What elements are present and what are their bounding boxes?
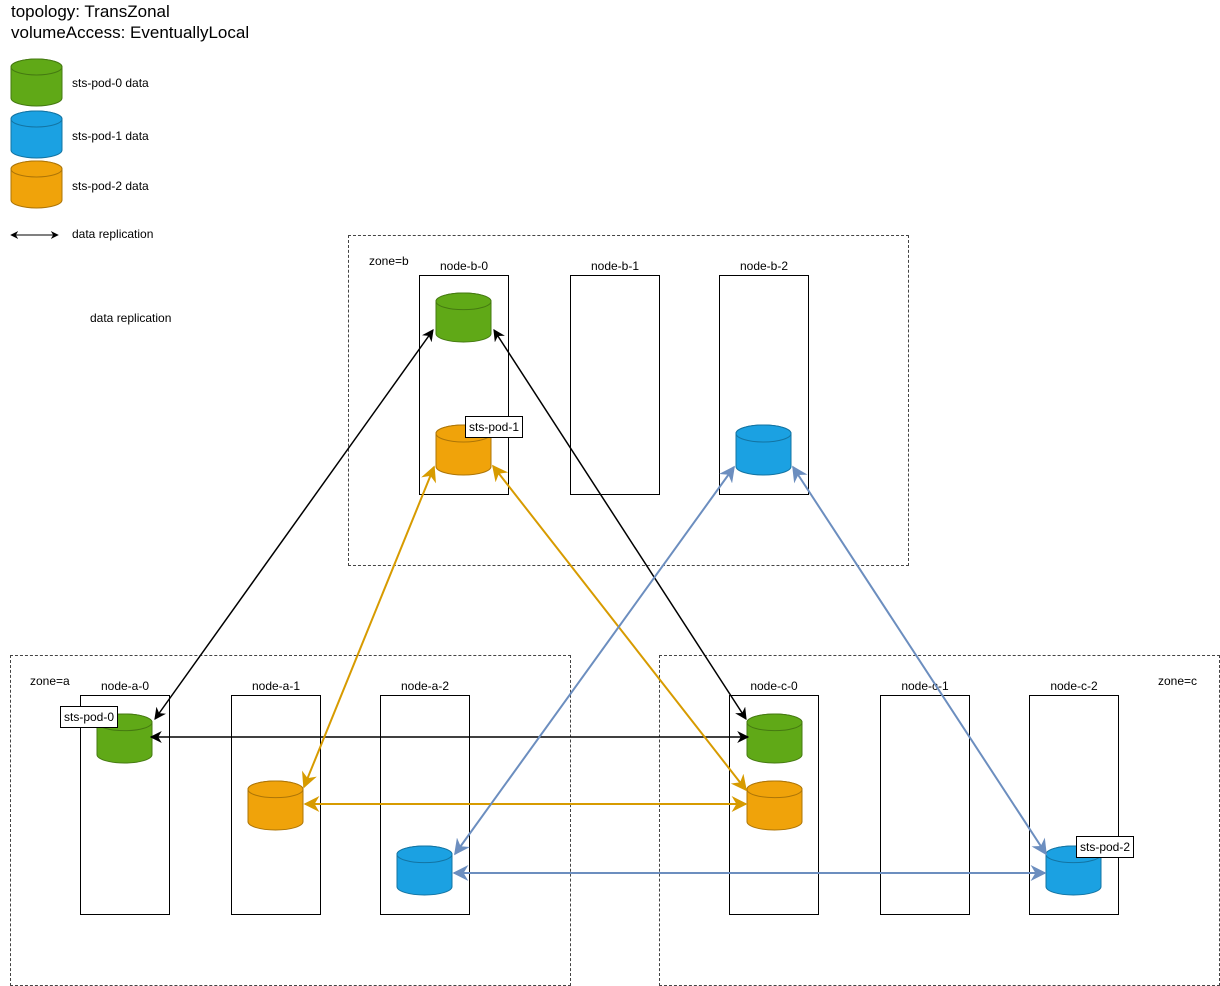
- cylinder-node-c-0-green-icon: [746, 713, 803, 764]
- legend-cylinder-blue-icon: [10, 110, 63, 159]
- legend-label-pod1: sts-pod-1 data: [72, 129, 149, 143]
- zone-c-label: zone=c: [1158, 674, 1198, 688]
- node-b-0-label: node-b-0: [439, 259, 489, 273]
- cylinder-node-b-0-green-icon: [435, 292, 492, 343]
- legend-cylinder-green-icon: [10, 58, 63, 107]
- cylinder-node-b-2-blue-icon: [735, 424, 792, 476]
- arrow-pod1-b2-a2: [454, 465, 735, 856]
- node-b-1-label: node-b-1: [590, 259, 640, 273]
- node-c-0-label: node-c-0: [750, 679, 798, 693]
- zone-a-label: zone=a: [30, 674, 70, 688]
- topology-title: topology: TransZonal: [11, 2, 170, 21]
- node-a-0-label: node-a-0: [100, 679, 150, 693]
- volume-access-title: volumeAccess: EventuallyLocal: [11, 23, 250, 42]
- legend-cylinder-orange-icon: [10, 160, 63, 209]
- arrow-pod1-b2-c2: [792, 465, 1047, 856]
- cylinder-node-a-1-orange-icon: [247, 780, 304, 831]
- pod-tag-sts-pod-0: sts-pod-0: [60, 706, 119, 728]
- legend-cylinder-blue: [10, 110, 63, 159]
- cylinder-node-c-0-orange-icon: [746, 780, 803, 831]
- legend-cylinder-green: [10, 58, 63, 107]
- cylinder-node-a-2-blue-icon: [396, 845, 453, 896]
- arrow-pod0-b0-c0: [493, 328, 747, 721]
- node-c-2-label: node-c-2: [1050, 679, 1098, 693]
- legend-label-pod2: sts-pod-2 data: [72, 179, 149, 193]
- node-b-2-label: node-b-2: [739, 259, 789, 273]
- floating-replication-label: data replication: [90, 311, 172, 325]
- pod-tag-sts-pod-1: sts-pod-1: [465, 416, 524, 438]
- pod-tag-sts-pod-2: sts-pod-2: [1076, 836, 1135, 858]
- legend-label-replication: data replication: [72, 227, 154, 241]
- arrow-pod2-b0-a1: [302, 465, 436, 789]
- arrow-pod2-b0-c0: [492, 464, 747, 792]
- legend-label-pod0: sts-pod-0 data: [72, 76, 149, 90]
- zone-b-label: zone=b: [369, 254, 409, 268]
- arrow-pod0-b0-a0: [154, 329, 434, 720]
- legend-cylinder-orange: [10, 160, 63, 209]
